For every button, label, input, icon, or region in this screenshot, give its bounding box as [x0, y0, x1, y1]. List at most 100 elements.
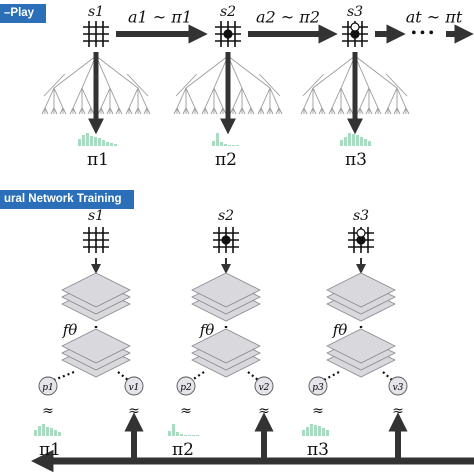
- approx-policy-3: ≈: [312, 403, 324, 419]
- training-board-1: [83, 227, 109, 253]
- policy-bar: [216, 133, 219, 146]
- policy-head-1: [38, 376, 58, 396]
- policy-bar: [224, 144, 227, 146]
- policy-bar: [184, 435, 187, 436]
- policy-bar: [78, 139, 81, 146]
- self-play-board-1: [83, 21, 109, 47]
- approx-policy-2: ≈: [180, 403, 192, 419]
- value-head-label-2: v2: [259, 383, 270, 393]
- policy-head-2: [176, 376, 196, 396]
- network-layer: [326, 272, 396, 308]
- self-play-policy-label-3: π3: [345, 150, 367, 170]
- policy-bar: [310, 424, 313, 436]
- policy-bar: [82, 135, 85, 146]
- policy-head-link-1: [53, 370, 75, 382]
- self-play-state-label-2: s2: [219, 4, 237, 20]
- policy-bar: [54, 430, 57, 436]
- policy-bar: [102, 140, 105, 146]
- training-target-hist-2: [168, 424, 199, 436]
- policy-bar: [34, 430, 37, 436]
- policy-head-3: [308, 376, 328, 396]
- policy-bar: [318, 426, 321, 436]
- policy-bar: [322, 428, 325, 436]
- policy-bar: [352, 134, 355, 146]
- policy-bar: [196, 435, 199, 436]
- policy-bar: [110, 143, 113, 146]
- policy-bar: [90, 136, 93, 146]
- policy-head-label-2: p2: [180, 383, 192, 393]
- network-layer: [191, 272, 261, 308]
- approx-value-3: ≈: [392, 403, 404, 419]
- policy-bar: [46, 427, 49, 436]
- network-lower-stack-3: [326, 272, 396, 322]
- approx-value-1: ≈: [128, 403, 140, 419]
- policy-bar: [364, 139, 367, 146]
- policy-bar: [306, 427, 309, 436]
- value-head-2: [254, 376, 274, 396]
- policy-bar: [176, 432, 179, 436]
- network-layer: [326, 328, 396, 364]
- network-layer: [61, 272, 131, 308]
- network-upper-stack-1: [61, 328, 131, 378]
- training-target-hist-1: [34, 424, 61, 436]
- policy-bar: [228, 145, 231, 146]
- policy-bar: [168, 431, 171, 436]
- policy-bar: [188, 435, 191, 436]
- search-tree-3: [300, 55, 410, 115]
- policy-bar: [38, 426, 41, 436]
- policy-bar: [212, 141, 215, 146]
- value-head-1: [124, 376, 144, 396]
- self-play-policy-hist-1: [78, 133, 117, 146]
- training-target-hist-3: [302, 424, 329, 436]
- network-layer: [191, 328, 261, 364]
- training-section-tag: ural Network Training: [0, 190, 134, 209]
- self-play-policy-label-1: π1: [87, 150, 109, 170]
- go-stone: [221, 235, 231, 245]
- policy-head-link-2: [191, 371, 205, 381]
- policy-bar: [302, 430, 305, 436]
- value-head-3: [388, 376, 408, 396]
- training-target-label-1: π1: [39, 440, 61, 460]
- self-play-section-tag: –Play: [0, 4, 47, 23]
- policy-bar: [232, 145, 235, 146]
- go-stone: [223, 29, 233, 39]
- self-play-state-label-3: s3: [346, 4, 364, 20]
- policy-bar: [58, 432, 61, 436]
- training-board-3: [348, 227, 374, 253]
- policy-bar: [94, 137, 97, 146]
- self-play-state-label-1: s1: [87, 4, 105, 20]
- policy-bar: [50, 428, 53, 436]
- action-label-1: a1 ~ π1: [128, 7, 192, 27]
- policy-bar: [348, 133, 351, 146]
- value-head-link-3: [382, 371, 393, 381]
- training-board-2: [213, 227, 239, 253]
- value-head-link-1: [117, 371, 129, 381]
- value-head-label-3: v3: [393, 383, 404, 393]
- policy-bar: [220, 142, 223, 146]
- policy-bar: [106, 142, 109, 146]
- network-label-2: fθ: [199, 321, 215, 339]
- value-head-link-2: [247, 371, 259, 381]
- training-state-label-1: s1: [87, 208, 105, 224]
- policy-bar: [344, 137, 347, 146]
- policy-head-link-3: [323, 371, 340, 381]
- self-play-board-2: [215, 21, 241, 47]
- policy-bar: [340, 140, 343, 146]
- network-upper-stack-2: [191, 328, 261, 378]
- policy-bar: [360, 137, 363, 146]
- network-lower-stack-1: [61, 272, 131, 322]
- approx-value-2: ≈: [258, 403, 270, 419]
- value-head-label-1: v1: [129, 383, 140, 393]
- self-play-policy-hist-2: [212, 133, 239, 146]
- policy-bar: [86, 133, 89, 146]
- policy-bar: [314, 425, 317, 436]
- policy-head-label-3: p3: [312, 383, 324, 393]
- policy-bar: [114, 144, 117, 146]
- policy-bar: [368, 141, 371, 146]
- network-lower-stack-2: [191, 272, 261, 322]
- approx-policy-1: ≈: [42, 403, 54, 419]
- action-label-2: a2 ~ π2: [256, 7, 320, 27]
- network-upper-stack-3: [326, 328, 396, 378]
- training-target-label-3: π3: [307, 440, 329, 460]
- action-label-t: at ~ πt: [405, 7, 463, 27]
